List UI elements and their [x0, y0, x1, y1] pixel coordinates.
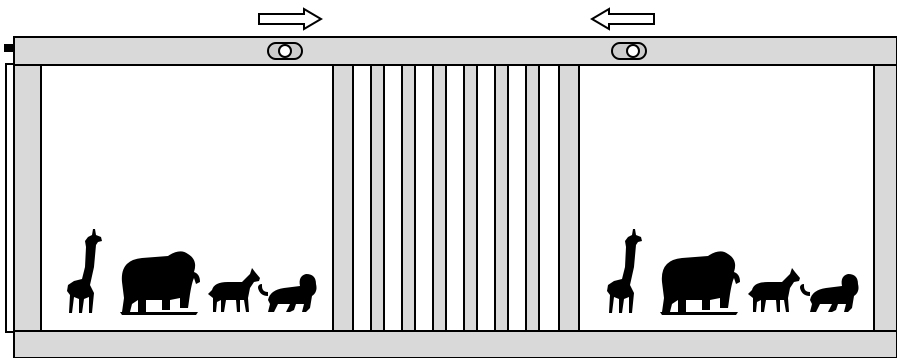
left-edge-strip [5, 63, 15, 333]
slat [370, 64, 385, 332]
arrow-left-icon [590, 7, 655, 31]
slat [463, 64, 478, 332]
arrow-right-icon [258, 7, 323, 31]
wall-connector [4, 44, 14, 52]
partition-post-left [332, 64, 354, 332]
top-beam [13, 36, 897, 66]
toggle-switch-icon [611, 42, 647, 60]
slat [401, 64, 416, 332]
slat [432, 64, 447, 332]
partition-post-right [558, 64, 580, 332]
toggle-switch-icon [267, 42, 303, 60]
slatted-partition [332, 64, 580, 332]
slat [494, 64, 509, 332]
slat [525, 64, 540, 332]
bottom-base [13, 330, 897, 358]
